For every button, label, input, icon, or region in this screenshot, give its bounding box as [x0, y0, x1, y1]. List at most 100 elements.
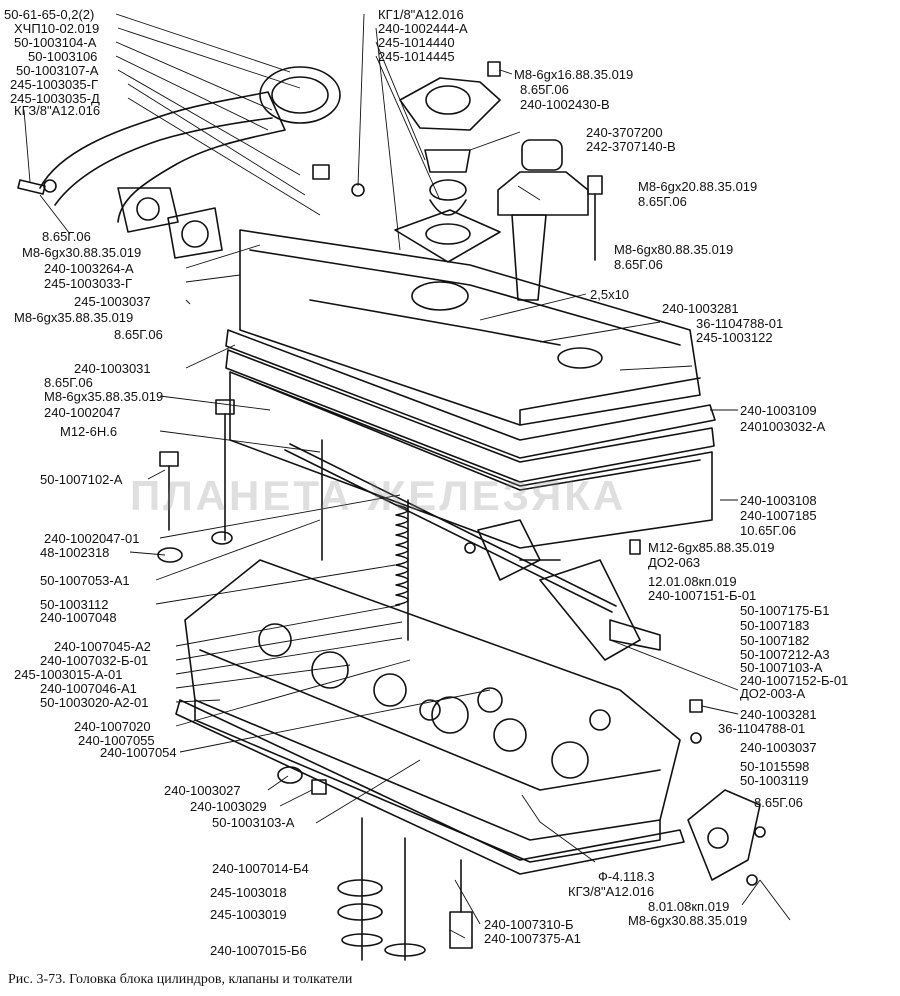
label-left: 240-1007055: [78, 733, 155, 748]
label-left: 50-1003107-А: [16, 63, 99, 78]
label-right: М8-6gх20.88.35.019: [638, 179, 758, 194]
label-right: 50-1007103-А: [740, 660, 823, 675]
label-right: 240-1007151-Б-01: [648, 588, 757, 603]
label-left: 245-1003019: [210, 907, 287, 922]
label-left: КГЗ/8"А12.016: [14, 103, 101, 118]
label-left: 50-1003112: [40, 597, 109, 612]
label-left: 240-1007045-А2: [54, 639, 151, 654]
label-left: 240-1007046-А1: [40, 681, 137, 696]
valve-cover: [239, 229, 701, 426]
label-left: 8.65Г.06: [42, 229, 91, 244]
label-left: 245-1003033-Г: [44, 276, 132, 291]
label-right: 36-1104788-01: [696, 316, 784, 331]
figure-caption: Рис. 3-73. Головка блока цилиндров, клап…: [8, 972, 353, 987]
label-right: М8-6gх80.88.35.019: [614, 242, 734, 257]
label-right: 245-1014440: [378, 35, 455, 50]
label-right: 2,5х10: [590, 287, 630, 302]
label-right: 240-1002444-А: [378, 21, 468, 36]
label-right: М12-6gх85.88.35.019: [648, 540, 775, 555]
label-right: 242-3707140-В: [586, 139, 676, 154]
clamp-bolt: [17, 179, 57, 195]
label-right: 8.65Г.06: [754, 795, 803, 810]
label-right: 10.65Г.06: [740, 523, 797, 538]
label-right: Ф-4.118.3: [598, 869, 655, 884]
label-right: КГЗ/8"А12.016: [568, 884, 655, 899]
label-left: ХЧП10-02.019: [14, 21, 100, 36]
label-right: 240-1003109: [740, 403, 817, 418]
label-right: 245-1014445: [378, 49, 455, 64]
label-right: 240-1007310-Б: [484, 917, 574, 932]
label-left: 240-1007015-Б6: [210, 943, 307, 958]
label-left: М8-6gх35.88.35.019: [44, 389, 164, 404]
label-left: 245-1003015-А-01: [14, 667, 123, 682]
label-left: 240-1007054: [100, 745, 177, 760]
label-right: 2401003032-А: [740, 419, 826, 434]
label-right: 50-1007183: [740, 618, 810, 633]
label-right: 12.01.08кп.019: [648, 574, 737, 589]
label-right: ДО2-063: [648, 555, 701, 570]
label-left: 240-1007014-Б4: [212, 861, 309, 876]
label-right: КГ1/8"А12.016: [378, 7, 464, 22]
label-right: 240-1003281: [740, 707, 817, 722]
head-gasket: [175, 699, 685, 875]
label-left: 245-1003037: [74, 294, 151, 309]
label-right: 50-1015598: [740, 759, 810, 774]
thermostat-housing: [394, 77, 501, 263]
label-right: 245-1003122: [696, 330, 773, 345]
label-right: 8.01.08кп.019: [648, 899, 730, 914]
label-left: 245-1003035-Д: [10, 91, 100, 106]
label-left: 240-1002047: [44, 405, 121, 420]
label-left: 50-1007053-А1: [40, 573, 130, 588]
label-right: 240-3707200: [586, 125, 663, 140]
rocker-shaft: [284, 443, 661, 661]
label-left: 240-1007032-Б-01: [40, 653, 149, 668]
valve-spring: [321, 439, 409, 641]
leader-lines: [23, 13, 791, 939]
side-cover: [687, 789, 766, 886]
label-right: 50-1003119: [740, 773, 809, 788]
label-left: 240-1007048: [40, 610, 117, 625]
label-right: 50-1007175-Б1: [740, 603, 830, 618]
label-left: 240-1003264-А: [44, 261, 134, 276]
label-right: 50-1007212-А3: [740, 647, 830, 662]
label-right: 36-1104788-01: [718, 721, 806, 736]
label-left: 8.65Г.06: [114, 327, 163, 342]
label-left: 50-1003103-А: [212, 815, 295, 830]
label-left: 240-1007020: [74, 719, 151, 734]
label-left: 50-1007102-А: [40, 472, 123, 487]
label-right: 240-1003037: [740, 740, 817, 755]
label-right: 240-1003281: [662, 301, 739, 316]
label-left: 50-1003020-А2-01: [40, 695, 149, 710]
label-right: ДО2-003-А: [740, 686, 806, 701]
label-right: 240-1007185: [740, 508, 817, 523]
label-left: 245-1003035-Г: [10, 77, 98, 92]
oil-filler-tower: [497, 139, 589, 301]
label-right: 240-1007152-Б-01: [740, 673, 849, 688]
label-right: М8-6gх30.88.35.019: [628, 913, 748, 928]
label-right: 240-1003108: [740, 493, 817, 508]
label-right: 240-1007375-А1: [484, 931, 581, 946]
label-left: 48-1002318: [40, 545, 110, 560]
label-right: 8.65Г.06: [638, 194, 687, 209]
label-left: 245-1003018: [210, 885, 287, 900]
label-left: 240-1003031: [74, 361, 151, 376]
label-left: 50-61-65-0,2(2): [4, 7, 95, 22]
watermark: ПЛАНЕТА ЖЕЛЕЗЯКА: [130, 472, 627, 519]
label-right: 8.65Г.06: [520, 82, 569, 97]
label-right: 8.65Г.06: [614, 257, 663, 272]
label-left: М12-6Н.6: [60, 424, 118, 439]
small-parts: [277, 61, 703, 795]
valves: [337, 817, 473, 961]
label-left: 50-1003104-А: [14, 35, 97, 50]
long-bolt: [587, 175, 603, 261]
label-left: М8-6gх30.88.35.019: [22, 245, 142, 260]
label-left: 240-1003029: [190, 799, 267, 814]
label-left: 8.65Г.06: [44, 375, 93, 390]
label-right: М8-6gх16.88.35.019: [514, 67, 634, 82]
label-left: М8-6gх35.88.35.019: [14, 310, 134, 325]
label-right: 50-1007182: [740, 633, 810, 648]
label-left: 50-1003106: [28, 49, 98, 64]
breather-pipe: [39, 66, 341, 259]
